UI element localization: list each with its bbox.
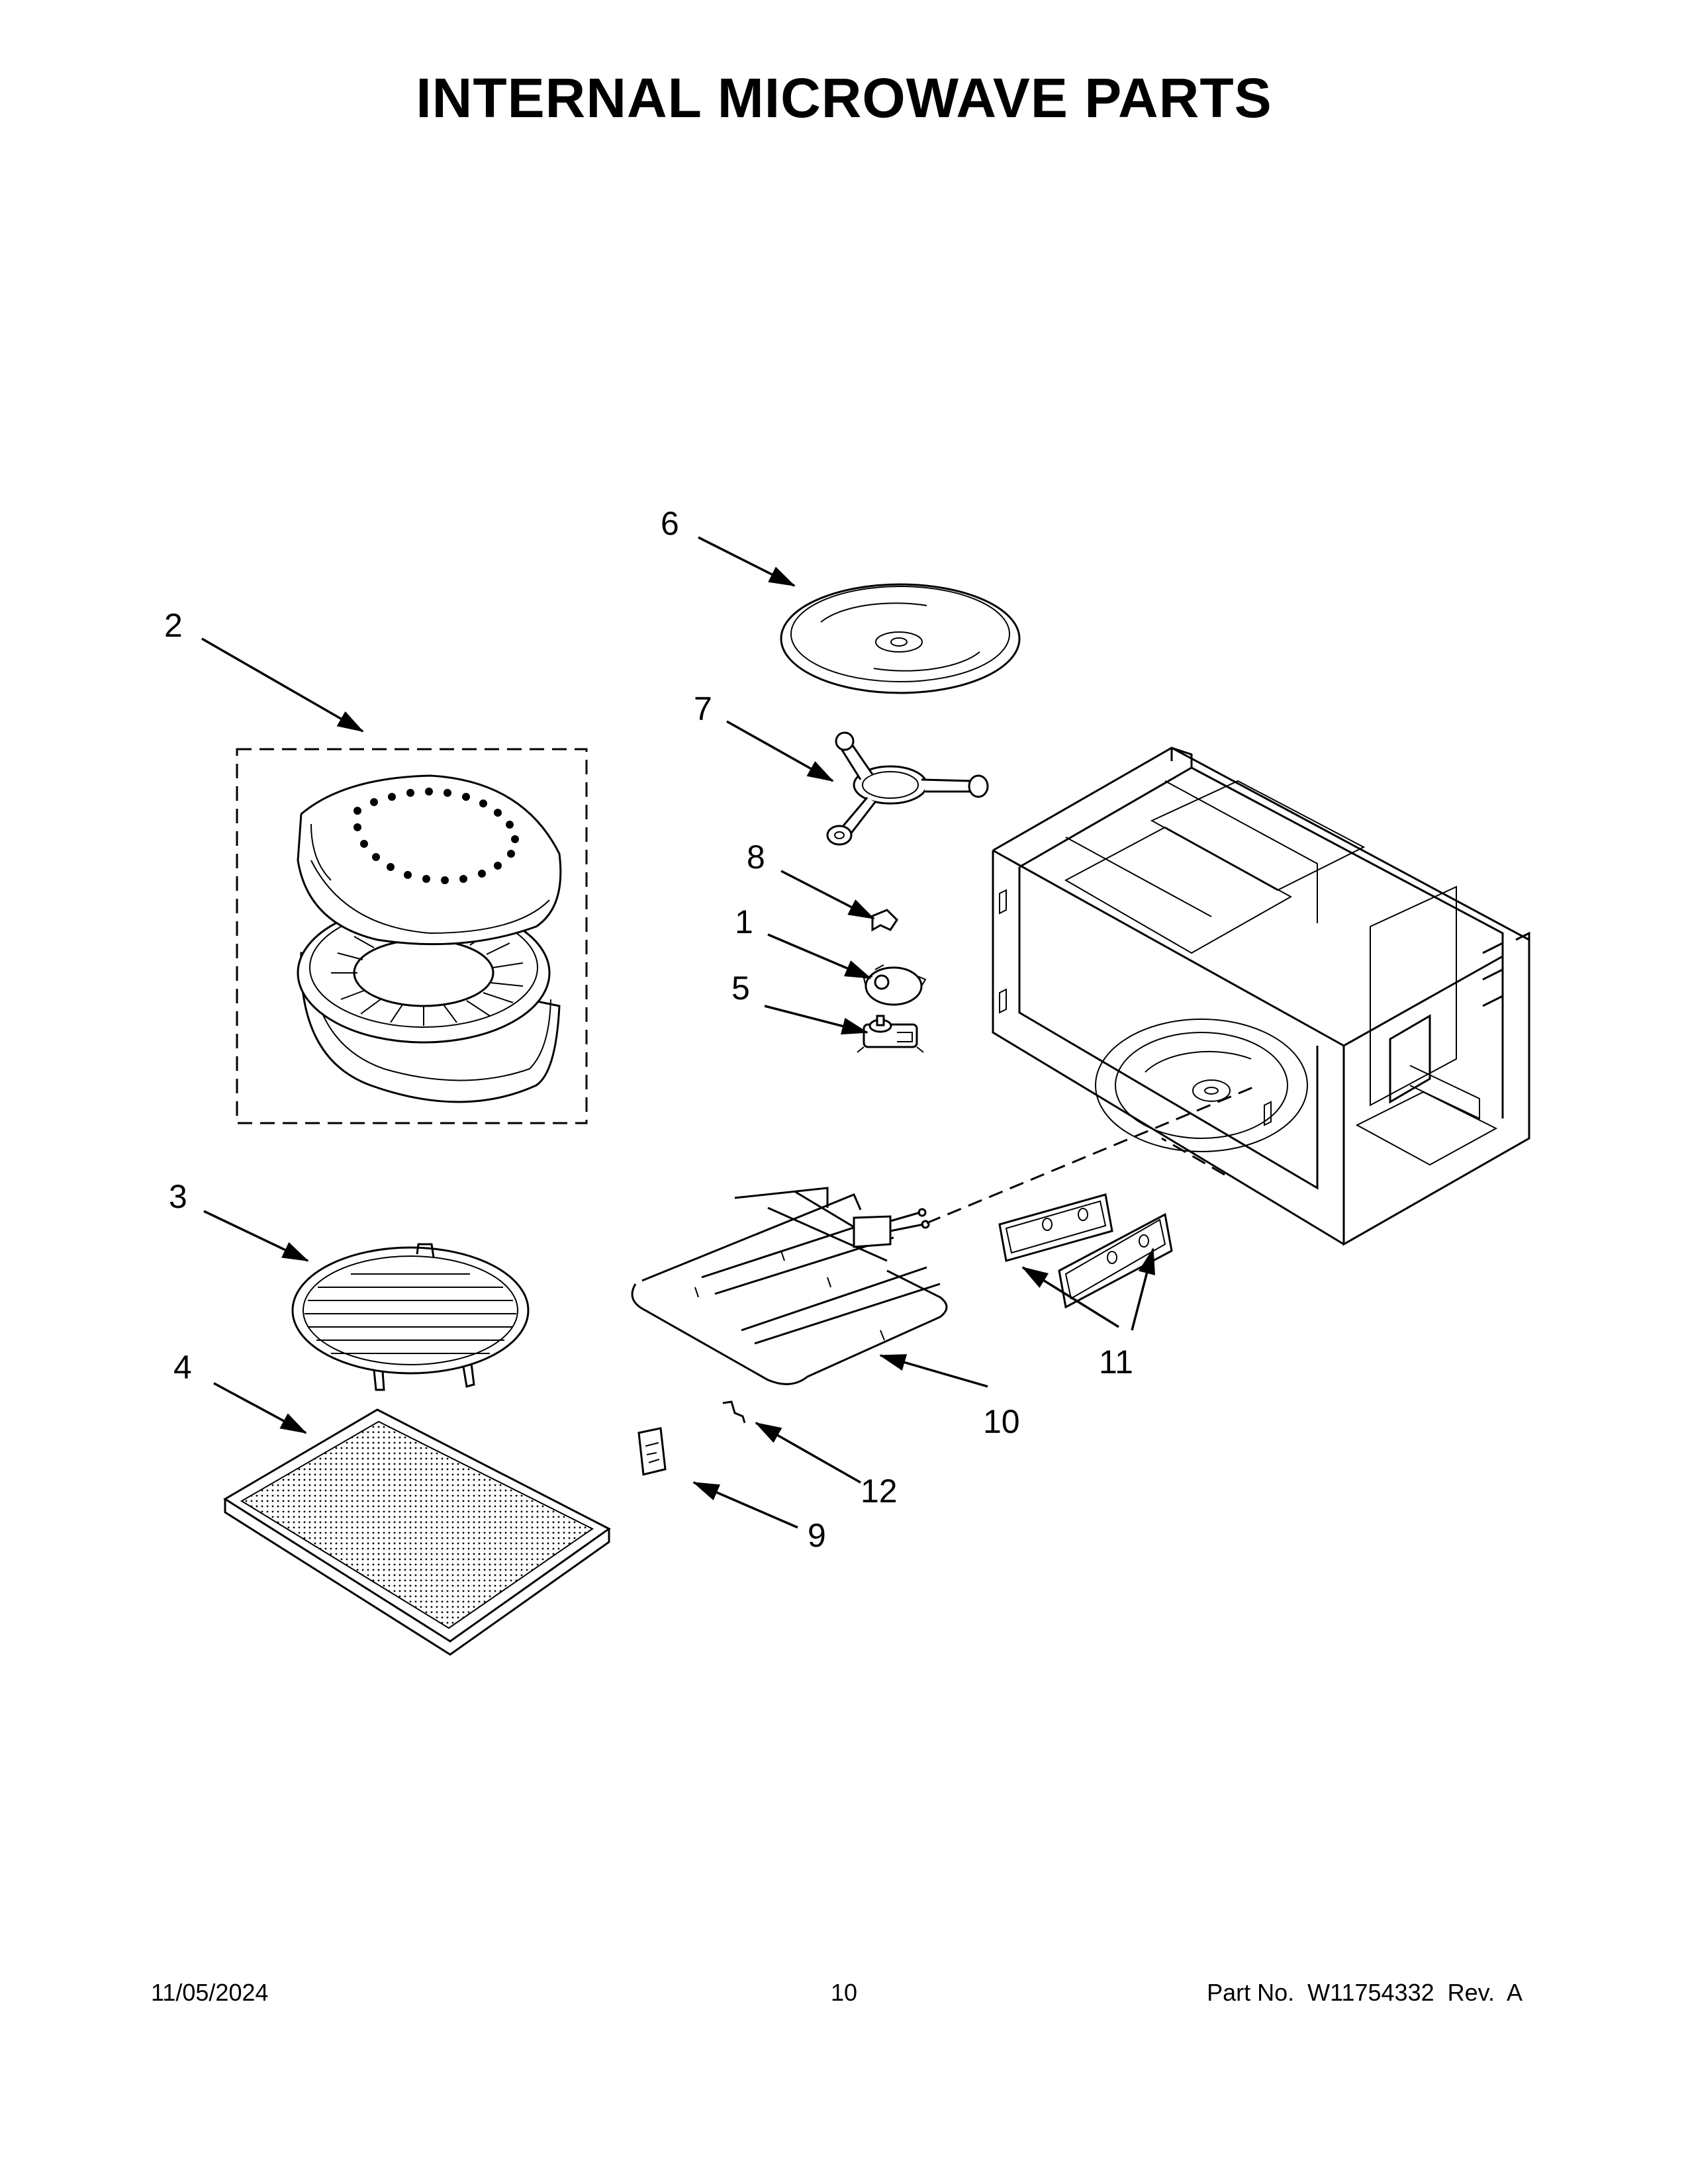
callout-2: 2 <box>164 607 183 644</box>
footer-part-number: Part No. W11754332 Rev. A <box>1207 1979 1523 2006</box>
callout-1: 1 <box>735 903 753 940</box>
roller-support <box>826 731 989 846</box>
broil-element <box>631 1187 948 1385</box>
oven-cavity-frame <box>992 747 1530 1246</box>
crisper-tray <box>223 1408 611 1656</box>
callout-12: 12 <box>861 1473 898 1510</box>
footer-date: 11/05/2024 <box>151 1979 269 2006</box>
element-clip <box>722 1400 746 1424</box>
callout-5: 5 <box>731 970 750 1007</box>
motor-switch <box>857 1015 924 1053</box>
callout-11: 11 <box>1099 1343 1133 1381</box>
turntable-glass-tray <box>780 583 1021 694</box>
callout-3: 3 <box>169 1178 187 1215</box>
callout-8: 8 <box>747 839 765 876</box>
callout-9: 9 <box>808 1517 826 1554</box>
callout-10: 10 <box>983 1403 1020 1440</box>
drive-coupler <box>871 909 898 932</box>
callout-labels: 6 2 7 8 1 5 3 4 11 10 12 9 <box>164 505 1133 1554</box>
callout-leaders <box>201 536 1156 1529</box>
warning-label <box>637 1427 667 1476</box>
turntable-motor <box>863 964 927 1006</box>
steamer-assembly <box>236 748 588 1124</box>
waveguide-covers <box>998 1193 1173 1309</box>
callout-4: 4 <box>173 1349 192 1386</box>
callout-7: 7 <box>694 690 712 727</box>
footer-page-number: 10 <box>830 1979 858 2006</box>
page-title: INTERNAL MICROWAVE PARTS <box>416 67 1272 129</box>
alignment-lines <box>926 1084 1258 1224</box>
callout-6: 6 <box>661 505 679 542</box>
grill-rack <box>291 1243 530 1391</box>
